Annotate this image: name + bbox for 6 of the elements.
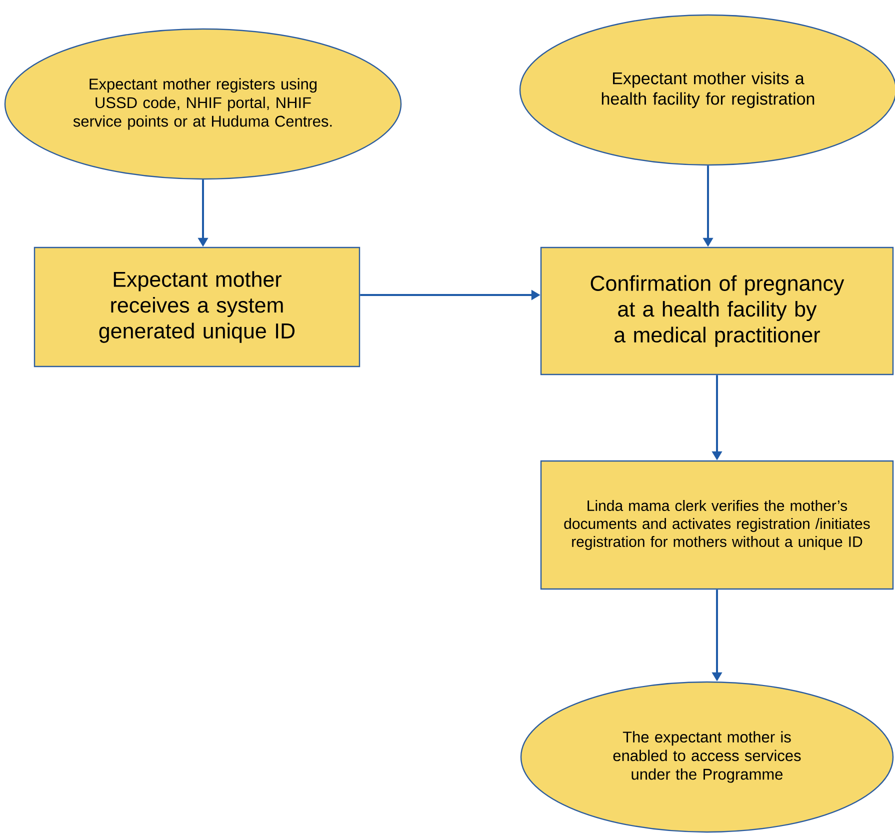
ellipse-node: The expectant mother is enabled to access services under the Programme — [520, 681, 894, 833]
process-box: Expectant mother receives a system generated unique ID — [34, 246, 360, 368]
ellipse-node: Expectant mother visits a health facility for registration — [519, 14, 895, 166]
process-box: Linda mama clerk verifies the mother’s documents and activates registration /initiates registration for mothers without a unique ID — [540, 460, 894, 590]
process-box: Confirmation of pregnancy at a health facility by a medical practitioner — [540, 246, 894, 376]
ellipse-node: Expectant mother registers using USSD code, NHIF portal, NHIF service points or at Huduma Centres. — [4, 28, 402, 180]
